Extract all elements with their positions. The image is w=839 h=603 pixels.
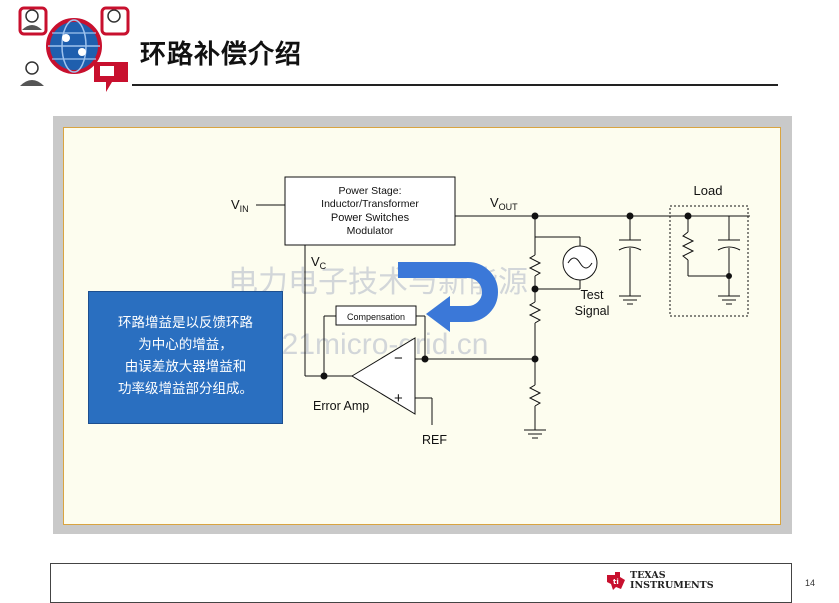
load-resistor [681, 231, 695, 261]
loop-gain-callout: 环路增益是以反馈环路 为中心的增益， 由误差放大器增益和 功率级增益部分组成。 [88, 291, 283, 424]
error-amp-label: Error Amp [313, 399, 369, 413]
test-signal-label-2: Signal [575, 304, 610, 318]
power-stage-line-4: Modulator [347, 225, 394, 237]
company-logo [18, 6, 130, 92]
load-box [669, 205, 749, 317]
title-divider [132, 84, 778, 86]
divider-resistor-1 [528, 254, 542, 277]
power-stage-line-2: Inductor/Transformer [321, 198, 419, 210]
divider-resistor-2 [528, 301, 542, 324]
load-label: Load [694, 183, 723, 198]
minus-sign: − [394, 350, 403, 367]
callout-line-3: 由误差放大器增益和 [124, 359, 247, 375]
power-stage-line-1: Power Stage: [338, 185, 401, 197]
compensation-label: Compensation [347, 312, 405, 322]
power-stage-line-3: Power Switches [331, 212, 410, 224]
divider-resistor-3 [528, 384, 542, 407]
vin-label: VIN [231, 197, 249, 214]
loop-arrow [398, 262, 498, 332]
page-number: 14 [805, 578, 816, 588]
error-amp-triangle [351, 337, 416, 415]
page-title: 环路补偿介绍 [140, 40, 303, 70]
power-stage-box [284, 176, 456, 246]
ti-logo: ti TEXAS INSTRUMENTS [605, 571, 714, 591]
ti-brand-line-1: TEXAS [630, 570, 666, 581]
ti-brand-line-2: INSTRUMENTS [630, 580, 714, 591]
ref-label: REF [422, 433, 447, 447]
plus-sign: + [394, 390, 403, 407]
vout-label: VOUT [490, 195, 518, 212]
junction-dots [320, 212, 732, 380]
callout-line-1: 环路增益是以反馈环路 [118, 315, 253, 331]
test-signal-label-1: Test [581, 288, 604, 302]
callout-line-4: 功率级增益部分组成。 [118, 381, 253, 397]
svg-text:ti: ti [613, 578, 619, 586]
vc-label: VC [311, 254, 327, 271]
callout-line-2: 为中心的增益， [138, 337, 233, 353]
ti-state-icon: ti [607, 572, 625, 590]
